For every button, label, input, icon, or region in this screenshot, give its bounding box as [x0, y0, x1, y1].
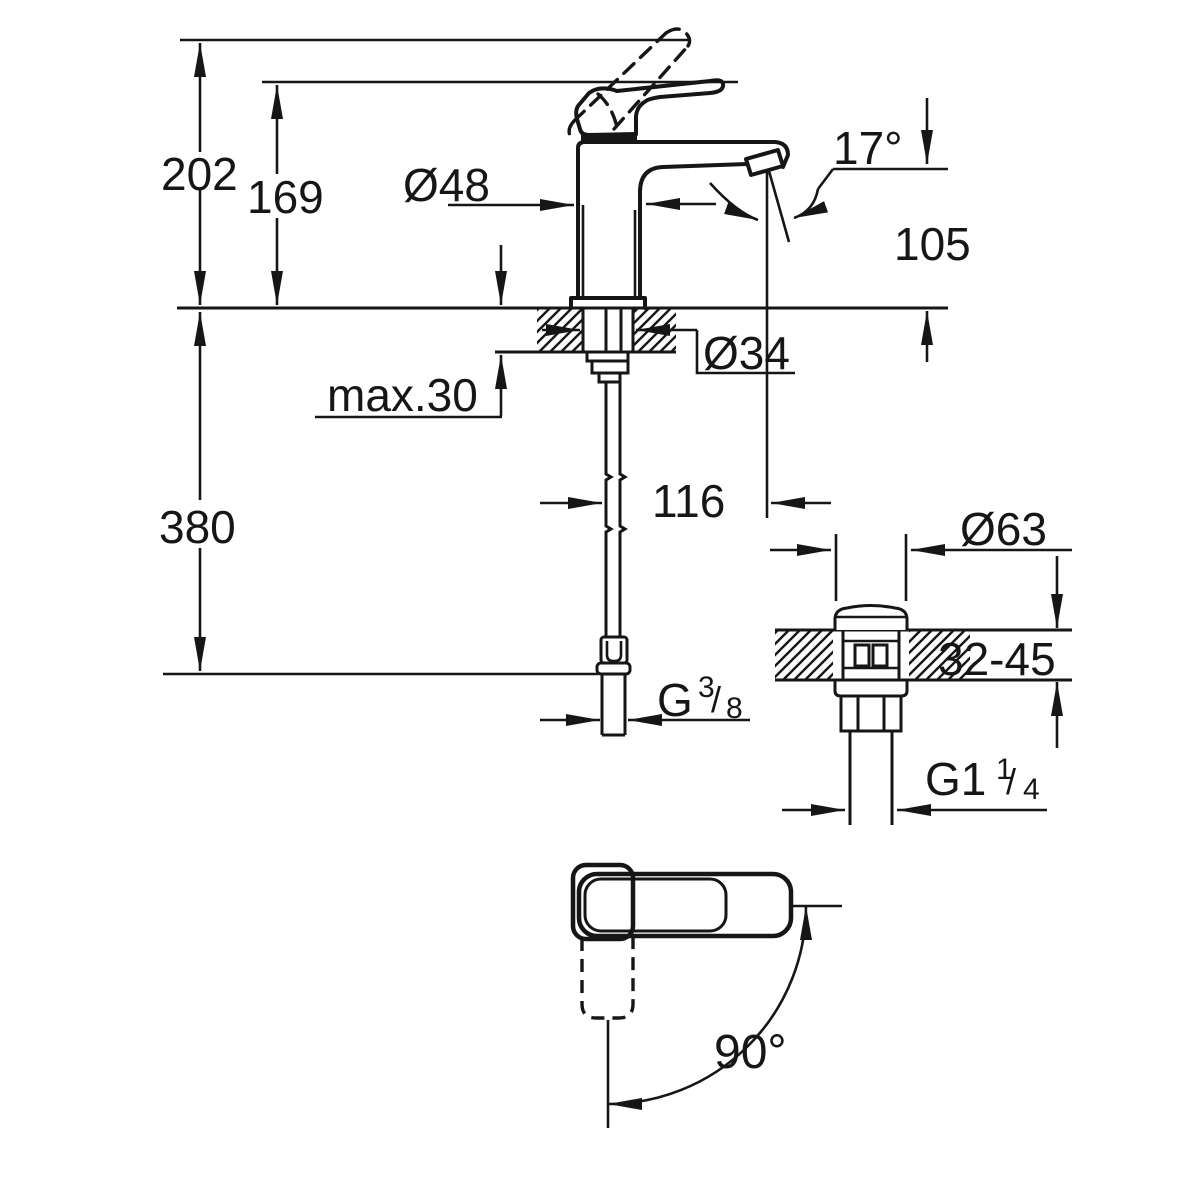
swivel-arc [607, 905, 812, 1110]
drain-slot-left [853, 643, 871, 668]
hose-connector-tail [600, 674, 627, 737]
thread-denominator: 8 [726, 692, 743, 725]
dimension-380: 380 [159, 312, 598, 676]
spout-underside [638, 162, 749, 300]
ext-stubs [834, 534, 908, 601]
drain-flange [833, 680, 909, 698]
body-inner-wall-lines [581, 205, 637, 298]
handle-base-strip [581, 134, 637, 142]
handle-lever-topview [576, 871, 794, 939]
thread-prefix: G1 [925, 753, 986, 805]
thread-denominator: 4 [1023, 773, 1040, 806]
dimension-32-45: 32-45 [938, 556, 1063, 748]
dim-deck-thickness-range: 32-45 [938, 633, 1056, 685]
dim-outlet-height: 105 [894, 218, 971, 270]
handle-pivot-block [570, 862, 636, 942]
dimension-105: 105 [894, 98, 971, 362]
thread-slash: / [711, 679, 721, 720]
shank-inner-tube [604, 308, 623, 352]
supply-hose-right [618, 382, 628, 637]
dimension-diameter-34: Ø34 [542, 324, 795, 379]
thread-numerator: 3 [698, 671, 715, 704]
drain-body-lines [843, 639, 899, 670]
dimension-116: 116 [540, 475, 831, 527]
drain-waste-view [775, 604, 1072, 825]
dim-cap-diameter: Ø63 [960, 503, 1047, 555]
handle-boss-solid [574, 86, 638, 137]
dimension-17deg: 17° [709, 122, 948, 518]
base-pedestal [569, 296, 647, 310]
dim-shank-diameter: Ø34 [703, 327, 790, 379]
basin-hatch-left [775, 631, 833, 679]
thread-numerator: 1 [996, 753, 1013, 786]
dimension-g114-thread: G1 1 / 4 [782, 753, 1047, 816]
dim-body-diameter: Ø48 [403, 159, 490, 211]
dim-spout-angle: 17° [833, 122, 903, 174]
aerator-outlet [744, 148, 785, 177]
dimension-diameter-63: Ø63 [770, 503, 1072, 601]
dimension-g38-thread: G 3 / 8 [540, 671, 750, 726]
shank-step [597, 371, 622, 384]
handle-lever-inner-line [583, 877, 728, 933]
stream-angle-line [767, 170, 791, 243]
dim-max-deck-thickness: max.30 [327, 369, 478, 421]
faucet-body-outline [576, 140, 790, 300]
dimension-169: 169 [247, 80, 738, 305]
drain-tailpipe [848, 731, 894, 825]
dimension-diameter-48: Ø48 [403, 159, 716, 211]
basin-hatch-right [909, 631, 970, 679]
handle-top-view: 90° [570, 862, 842, 1128]
handle-lever-dashed-raised [567, 27, 692, 139]
drain-body-in-hole [841, 630, 901, 680]
dim-total-height: 202 [161, 148, 238, 200]
thread-slash: / [1006, 761, 1016, 802]
shank-walls [581, 308, 635, 352]
drain-nut [839, 696, 903, 733]
dim-spout-projection: 116 [652, 475, 725, 527]
hose-connector-nut [599, 635, 629, 665]
drain-slot-right [871, 643, 889, 668]
supply-hose-left [604, 382, 614, 637]
dimension-202: 202 [161, 38, 688, 305]
hose-connector-flange [595, 661, 632, 676]
hose-connector-detail [605, 641, 623, 663]
dimension-max30: max.30 [315, 245, 507, 421]
dim-supply-length: 380 [159, 501, 236, 553]
handle-rotated-dashed [580, 938, 635, 1020]
dim-lever-height: 169 [247, 171, 324, 223]
thread-prefix: G [657, 674, 693, 726]
dim-swivel-angle: 90° [714, 1026, 787, 1079]
leader-line [695, 330, 795, 375]
shank-nut [590, 359, 630, 375]
